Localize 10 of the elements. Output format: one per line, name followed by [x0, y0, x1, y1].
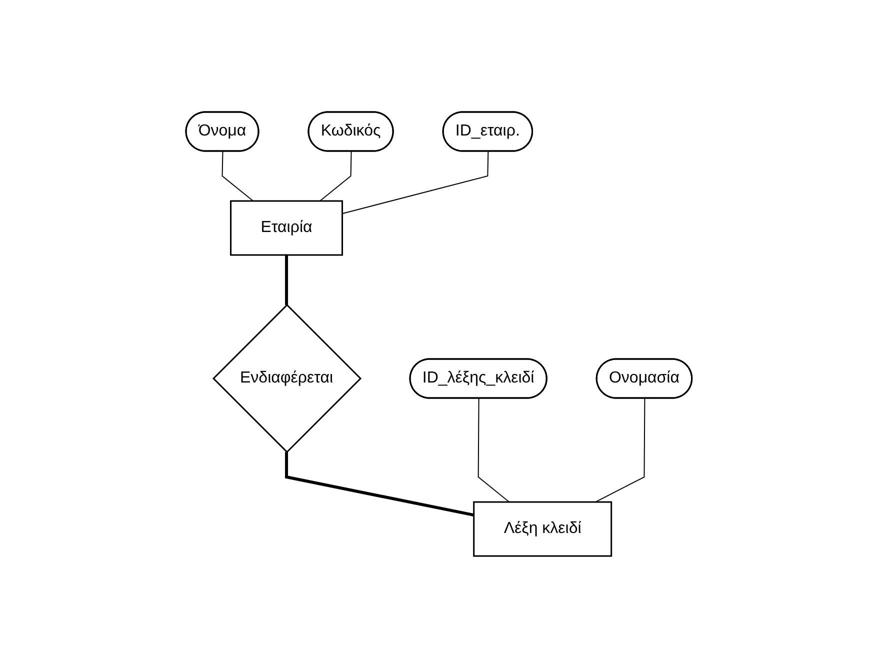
connector: [594, 398, 646, 502]
node-diamond: Ενδιαφέρεται: [212, 304, 362, 454]
connector: [222, 150, 254, 202]
connector: [342, 150, 489, 214]
connector: [285, 452, 474, 517]
connector: [285, 254, 288, 305]
node-box: Λέξη κλειδί: [473, 501, 612, 557]
connector: [319, 150, 352, 202]
node-box: Εταιρία: [230, 200, 344, 256]
connector: [478, 398, 510, 502]
